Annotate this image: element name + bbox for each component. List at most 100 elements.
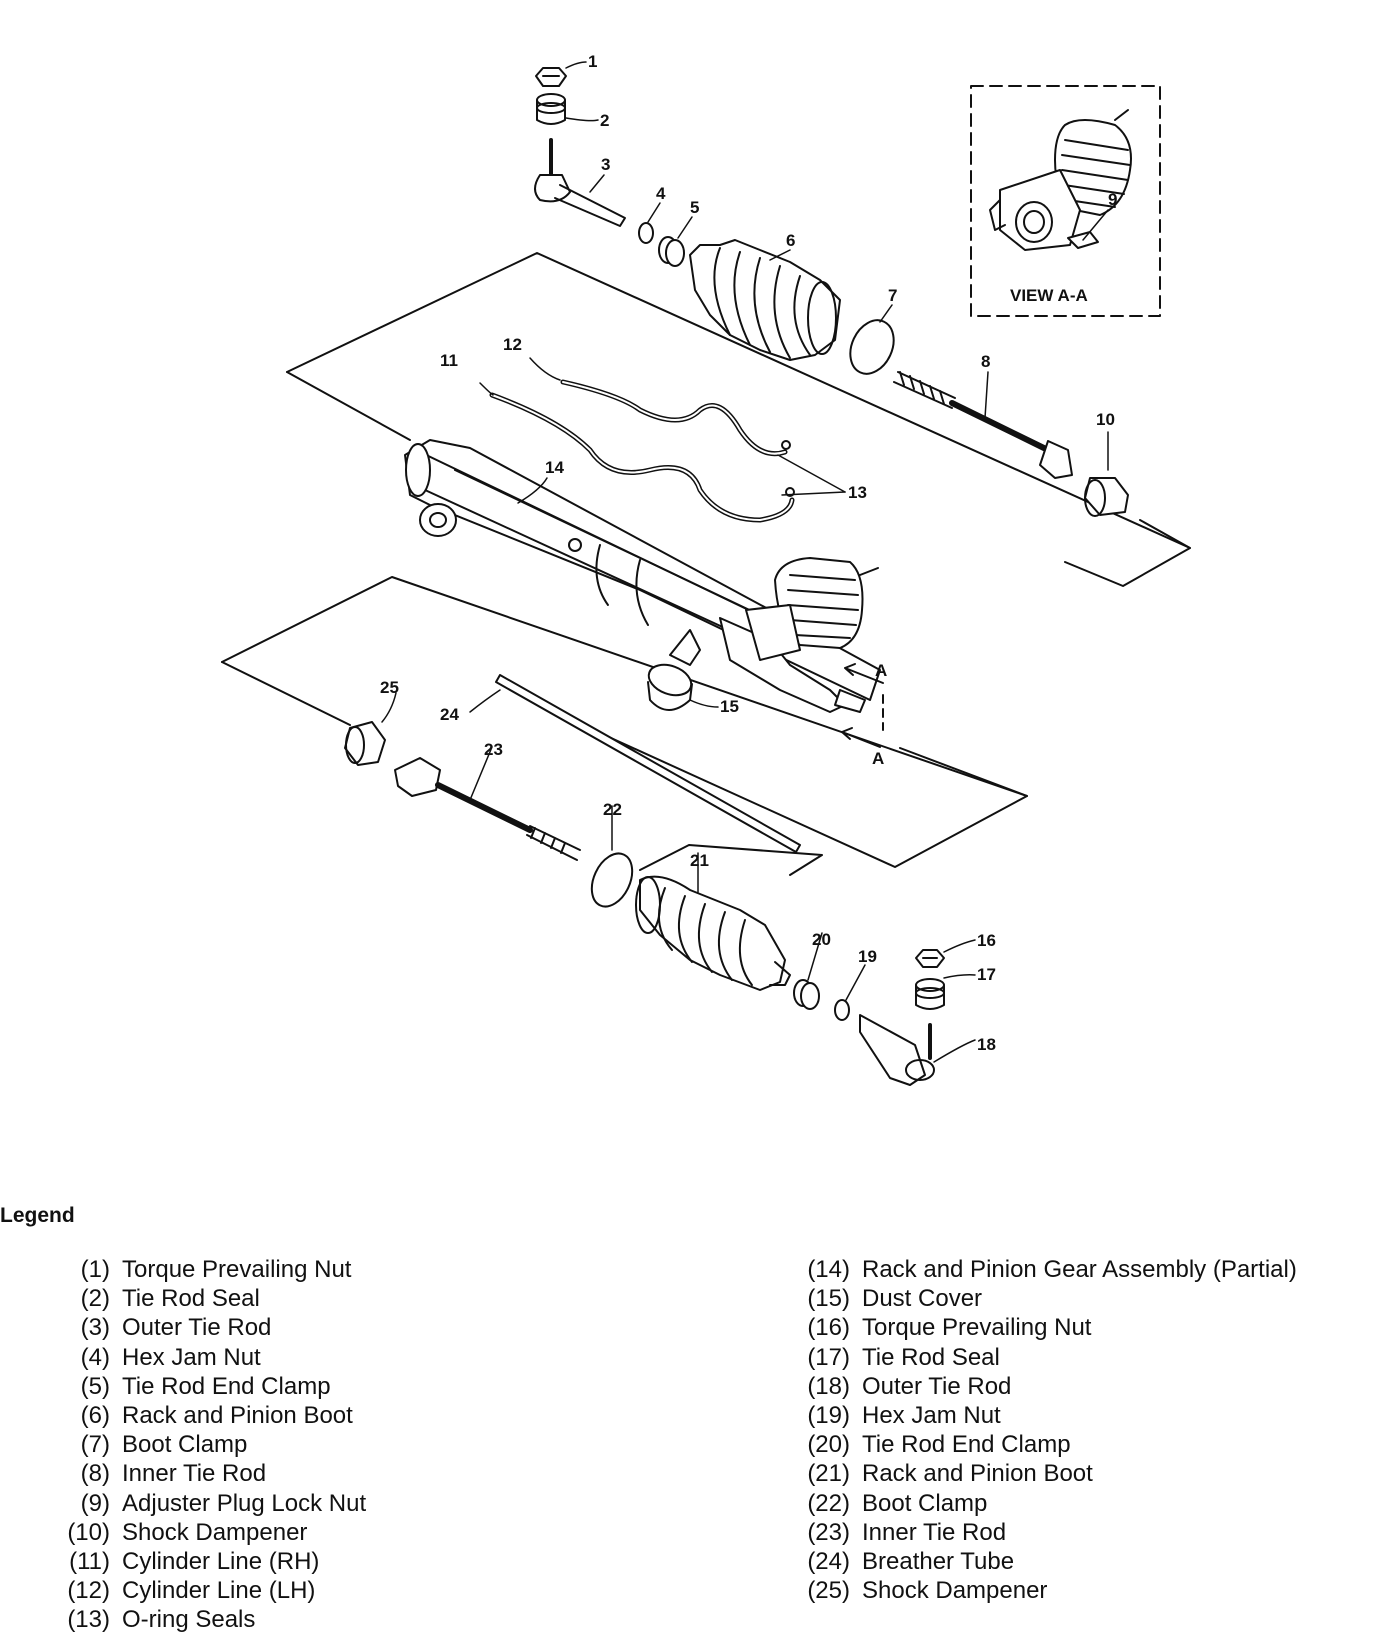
legend-item: (14) Rack and Pinion Gear Assembly (Parti… xyxy=(790,1255,1297,1284)
outer-tie-rod-18 xyxy=(859,1014,935,1086)
legend-item-number: (13) xyxy=(67,1606,110,1634)
legend-item: (11)Cylinder Line (RH) xyxy=(50,1547,366,1576)
section-arrow-upper xyxy=(844,663,884,684)
legend-item-label: Shock Dampener xyxy=(122,1518,308,1546)
legend-item-number: (14) xyxy=(807,1256,850,1283)
callout-8: 8 xyxy=(981,352,990,371)
legend-item: (12)Cylinder Line (LH) xyxy=(50,1576,366,1605)
callout-14: 14 xyxy=(545,458,564,477)
legend-item-label: Hex Jam Nut xyxy=(862,1402,1001,1430)
legend-title: Legend xyxy=(0,1204,75,1227)
torque-nut-1 xyxy=(535,67,567,87)
callout-7: 7 xyxy=(888,286,897,305)
legend-item-number: (24) xyxy=(807,1548,850,1576)
legend-item: (24) Breather Tube xyxy=(790,1547,1297,1576)
inner-tie-rod-8 xyxy=(893,371,1073,479)
exploded-diagram: 1 2 3 4 5 6 7 8 9 10 11 12 13 14 15 16 1… xyxy=(221,52,1191,1086)
legend-item: (25)Shock Dampener xyxy=(790,1576,1297,1605)
legend-item: (10) Shock Dampener xyxy=(50,1518,366,1547)
legend-item: (23) Inner Tie Rod xyxy=(790,1518,1297,1547)
boot-group-outline xyxy=(639,844,823,876)
callout-20: 20 xyxy=(812,930,831,949)
legend-item-label: Inner Tie Rod xyxy=(862,1518,1007,1546)
callout-25: 25 xyxy=(380,678,399,697)
callout-15: 15 xyxy=(720,697,739,716)
section-marker-upper: A xyxy=(875,661,887,680)
legend-item-number: (15) xyxy=(807,1285,850,1313)
legend-item-number: (12) xyxy=(67,1577,110,1605)
callout-12: 12 xyxy=(503,335,522,354)
legend-item-label: Rack and Pinion Boot xyxy=(122,1402,353,1430)
callout-23: 23 xyxy=(484,740,503,759)
callout-labels: 1 2 3 4 5 6 7 8 9 10 11 12 13 14 15 16 1… xyxy=(380,52,1117,1054)
legend-item-label: Adjuster Plug Lock Nut xyxy=(122,1489,367,1517)
breather-tube-24 xyxy=(495,674,801,853)
legend-item: (7)Boot Clamp xyxy=(50,1430,366,1459)
legend-item-label: Hex Jam Nut xyxy=(122,1343,261,1371)
legend-item-label: Tie Rod Seal xyxy=(862,1343,1000,1371)
hex-jam-nut-19 xyxy=(834,999,850,1021)
section-arrow-lower xyxy=(841,727,881,748)
outer-tie-rod-3 xyxy=(534,138,626,227)
view-aa-detail xyxy=(989,109,1132,251)
legend-item-label: Tie Rod End Clamp xyxy=(122,1372,331,1400)
legend-item-number: (7) xyxy=(80,1431,110,1459)
tie-rod-seal-2 xyxy=(536,93,566,125)
inner-tie-rod-23 xyxy=(394,757,581,861)
legend-item-number: (25) xyxy=(807,1577,850,1605)
tie-rod-end-clamp-5 xyxy=(658,236,685,267)
legend-list-right: (14) Rack and Pinion Gear Assembly (Parti… xyxy=(790,1255,1297,1605)
pinion-valve-housing xyxy=(745,557,879,661)
callout-1: 1 xyxy=(588,52,597,71)
shock-dampener-25 xyxy=(344,721,386,766)
legend-item-number: (5) xyxy=(80,1372,110,1400)
legend-item-number: (22) xyxy=(807,1489,850,1517)
legend-item: (3)Outer Tie Rod xyxy=(50,1313,366,1342)
legend-item-label: Tie Rod End Clamp xyxy=(862,1431,1071,1459)
callout-5: 5 xyxy=(690,198,699,217)
legend-item-number: (6) xyxy=(80,1402,110,1430)
tie-rod-seal-17 xyxy=(915,978,945,1010)
legend-item: (9)Adjuster Plug Lock Nut xyxy=(50,1489,366,1518)
legend-item: (17) Tie Rod Seal xyxy=(790,1343,1297,1372)
callout-13: 13 xyxy=(848,483,867,502)
legend-item-label: Outer Tie Rod xyxy=(122,1314,272,1342)
legend-item: (4)Hex Jam Nut xyxy=(50,1343,366,1372)
callout-16: 16 xyxy=(977,931,996,950)
legend-item: (5) Tie Rod End Clamp xyxy=(50,1372,366,1401)
o-ring-13b xyxy=(785,487,795,497)
legend-item: (8)Inner Tie Rod xyxy=(50,1459,366,1488)
legend-item-number: (21) xyxy=(807,1460,850,1488)
callout-3: 3 xyxy=(601,155,610,174)
legend-item-number: (16) xyxy=(807,1314,850,1342)
rack-pinion-boot-21 xyxy=(635,875,791,991)
callout-21: 21 xyxy=(690,851,709,870)
leader-lines xyxy=(381,61,1109,1063)
legend-item-label: Dust Cover xyxy=(862,1285,983,1313)
legend-item: (19)Hex Jam Nut xyxy=(790,1401,1297,1430)
legend-item-number: (1) xyxy=(80,1256,110,1283)
legend-list-left: (1)Torque Prevailing Nut (2)Tie Rod Seal… xyxy=(50,1255,366,1635)
legend-item-label: Rack and Pinion Gear Assembly (Partial) xyxy=(862,1256,1297,1283)
callout-22: 22 xyxy=(603,800,622,819)
callout-19: 19 xyxy=(858,947,877,966)
callout-17: 17 xyxy=(977,965,996,984)
legend-item: (15) Dust Cover xyxy=(790,1284,1297,1313)
legend-item: (13) O-ring Seals xyxy=(50,1605,366,1634)
rack-pinion-boot-6 xyxy=(689,239,841,361)
legend-item-number: (11) xyxy=(69,1548,110,1576)
legend-item-number: (10) xyxy=(67,1518,110,1546)
legend-item-number: (20) xyxy=(807,1431,850,1459)
torque-nut-16 xyxy=(915,949,945,968)
legend-item: (1)Torque Prevailing Nut xyxy=(50,1255,366,1284)
legend-item-label: Breather Tube xyxy=(862,1548,1015,1576)
view-aa-label: VIEW A-A xyxy=(1010,286,1088,305)
legend-item: (22)Boot Clamp xyxy=(790,1489,1297,1518)
legend-item: (20) Tie Rod End Clamp xyxy=(790,1430,1297,1459)
legend-item: (21)Rack and Pinion Boot xyxy=(790,1459,1297,1488)
legend-item-number: (23) xyxy=(807,1518,850,1546)
callout-24: 24 xyxy=(440,705,459,724)
section-marker-lower: A xyxy=(872,749,884,768)
legend-item-number: (17) xyxy=(807,1343,850,1371)
legend-item-label: O-ring Seals xyxy=(122,1606,256,1634)
